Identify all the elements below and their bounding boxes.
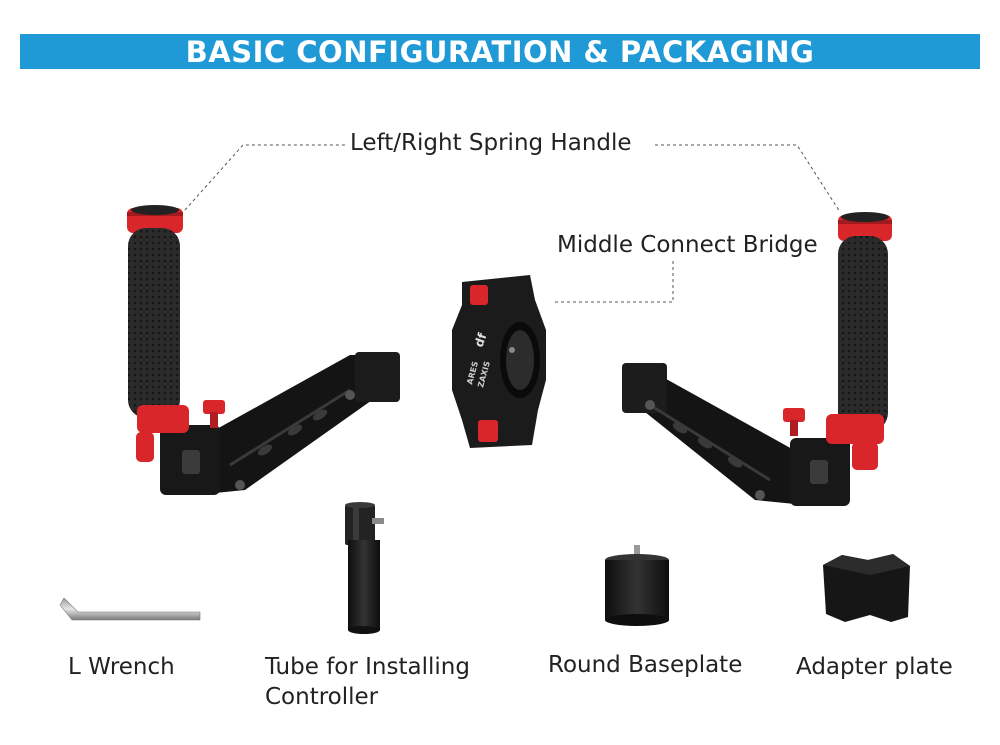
label-spring-handle: Left/Right Spring Handle [350, 130, 632, 156]
label-round-baseplate: Round Baseplate [548, 652, 743, 678]
middle-connect-bridge: df ARES ZAXIS [452, 275, 546, 448]
bridge-logo: df [472, 331, 490, 349]
leader-bridge [555, 258, 674, 303]
left-spring-handle [127, 205, 400, 495]
installing-tube [345, 502, 384, 634]
label-l-wrench: L Wrench [68, 654, 175, 680]
banner-title: BASIC CONFIGURATION & PACKAGING [185, 34, 815, 69]
leader-left-handle [184, 144, 345, 211]
right-spring-handle [622, 212, 892, 506]
round-baseplate [605, 545, 669, 626]
leader-right-handle [655, 144, 841, 213]
label-middle-bridge: Middle Connect Bridge [557, 232, 818, 258]
label-tube-line2: Controller [265, 684, 379, 710]
label-tube-line1: Tube for Installing [265, 654, 470, 680]
label-tube: Tube for Installing Controller [265, 652, 470, 712]
label-adapter-plate: Adapter plate [796, 654, 953, 680]
header-banner: BASIC CONFIGURATION & PACKAGING [20, 34, 980, 69]
adapter-plate [823, 554, 910, 622]
l-wrench [59, 597, 201, 621]
